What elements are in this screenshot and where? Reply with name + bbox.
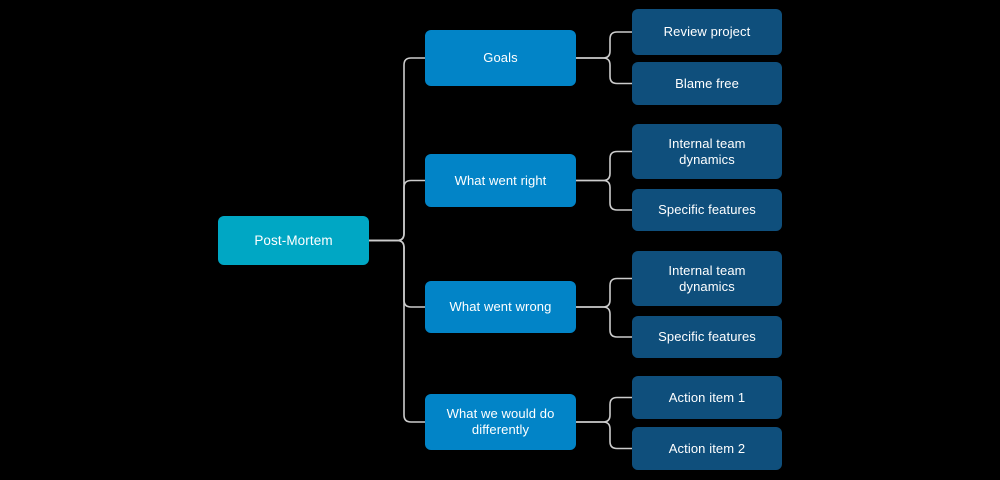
node-leaf-review-project[interactable]: Review project: [632, 9, 782, 55]
node-root-label: Post-Mortem: [254, 232, 333, 248]
node-branch-what-went-right-label: What went right: [454, 172, 547, 188]
node-leaf-review-project-label: Review project: [663, 24, 751, 39]
node-branch-goals-label: Goals: [483, 50, 518, 65]
connector: [576, 306, 632, 338]
node-branch-what-we-would-do-differently[interactable]: What we would do differently: [425, 394, 576, 450]
connector: [369, 57, 425, 242]
node-branch-what-went-wrong[interactable]: What went wrong: [425, 281, 576, 333]
node-leaf-blame-free[interactable]: Blame free: [632, 62, 782, 105]
node-root[interactable]: Post-Mortem: [218, 216, 369, 265]
connector: [576, 150, 632, 182]
node-leaf-action-item-2-label: Action item 2: [668, 440, 746, 456]
node-leaf-specific-features-right-label: Specific features: [658, 202, 756, 217]
node-leaf-specific-features-wrong[interactable]: Specific features: [632, 316, 782, 358]
connector: [369, 239, 425, 423]
node-leaf-blame-free-label: Blame free: [675, 75, 739, 91]
connector: [576, 421, 632, 450]
connector: [576, 179, 632, 211]
node-leaf-action-item-2[interactable]: Action item 2: [632, 427, 782, 470]
node-branch-what-we-would-do-differently-label: What we would do differently: [446, 406, 555, 437]
node-leaf-specific-features-right[interactable]: Specific features: [632, 189, 782, 231]
connector: [576, 31, 632, 59]
node-leaf-action-item-1[interactable]: Action item 1: [632, 376, 782, 419]
connector: [576, 396, 632, 423]
node-leaf-internal-team-dynamics-wrong[interactable]: Internal team dynamics: [632, 251, 782, 306]
node-leaf-internal-team-dynamics-right-label: Internal team dynamics: [668, 135, 746, 167]
node-leaf-internal-team-dynamics-right[interactable]: Internal team dynamics: [632, 124, 782, 179]
node-leaf-internal-team-dynamics-wrong-label: Internal team dynamics: [668, 262, 746, 294]
node-branch-what-went-right[interactable]: What went right: [425, 154, 576, 207]
node-branch-what-went-wrong-label: What went wrong: [449, 299, 552, 314]
connector: [369, 179, 425, 242]
connector: [369, 239, 425, 308]
connector: [576, 57, 632, 85]
connector: [576, 277, 632, 308]
node-leaf-specific-features-wrong-label: Specific features: [658, 329, 756, 344]
node-leaf-action-item-1-label: Action item 1: [668, 389, 746, 405]
node-branch-goals[interactable]: Goals: [425, 30, 576, 86]
